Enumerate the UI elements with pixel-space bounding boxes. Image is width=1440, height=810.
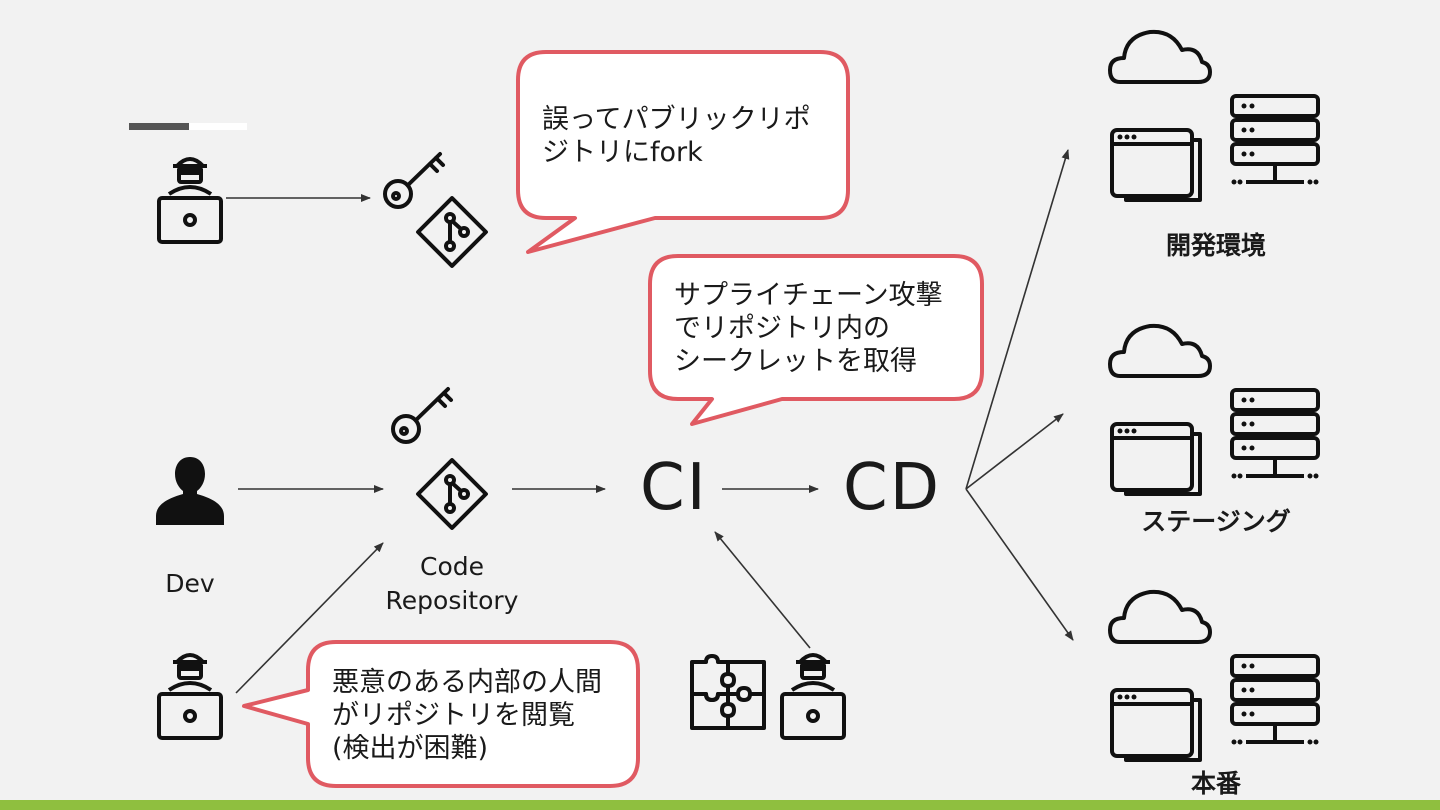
dev-env-label: 開発環境 (1165, 231, 1266, 260)
ci-label: CI (640, 451, 708, 525)
developer-person-icon (156, 457, 224, 525)
code-repository-label: Code Repository (385, 552, 519, 615)
arrow-supplier-to-ci (714, 531, 811, 649)
puzzle-icon (690, 654, 766, 730)
server-icon (1230, 388, 1320, 478)
browser-window-icon (1110, 422, 1202, 496)
progress-bar-fill (129, 123, 189, 130)
dev-env-cluster (1108, 29, 1320, 202)
footer-accent-bar (0, 800, 1440, 810)
prod-env-label: 本番 (1190, 769, 1241, 798)
hacker-icon (157, 157, 223, 244)
arrow-cd-to-dev-env (965, 149, 1070, 490)
progress-bar (129, 123, 247, 130)
prod-env-cluster (1108, 589, 1320, 762)
key-icon-secret (391, 387, 453, 444)
staging-env-cluster (1108, 323, 1320, 496)
git-repo-icon-forked (416, 196, 488, 268)
staging-env-label: ステージング (1141, 507, 1291, 536)
callout-supply-chain-text: サプライチェーン攻撃 でリポジトリ内の シークレットを取得 (674, 280, 943, 377)
cloud-icon (1108, 589, 1212, 644)
git-repo-icon (416, 458, 488, 530)
cd-label: CD (843, 451, 941, 525)
browser-window-icon (1110, 128, 1202, 202)
cloud-icon (1108, 29, 1212, 84)
arrow-cd-to-staging (965, 413, 1064, 490)
server-icon (1230, 94, 1320, 184)
cloud-icon (1108, 323, 1212, 378)
dev-label: Dev (165, 569, 215, 598)
key-icon-leaked (383, 152, 445, 209)
callout-insider-text: 悪意のある内部の人間 がリポジトリを閲覧 (検出が困難) (332, 667, 602, 764)
browser-window-icon (1110, 688, 1202, 762)
arrow-cd-to-prod (965, 488, 1074, 641)
supplier-hacker-icon (780, 653, 846, 740)
arrow-insider-to-repo (235, 542, 384, 694)
callout-fork-text: 誤ってパブリックリポ ジトリにfork (542, 104, 811, 168)
insider-hacker-icon (157, 653, 223, 740)
server-icon (1230, 654, 1320, 744)
